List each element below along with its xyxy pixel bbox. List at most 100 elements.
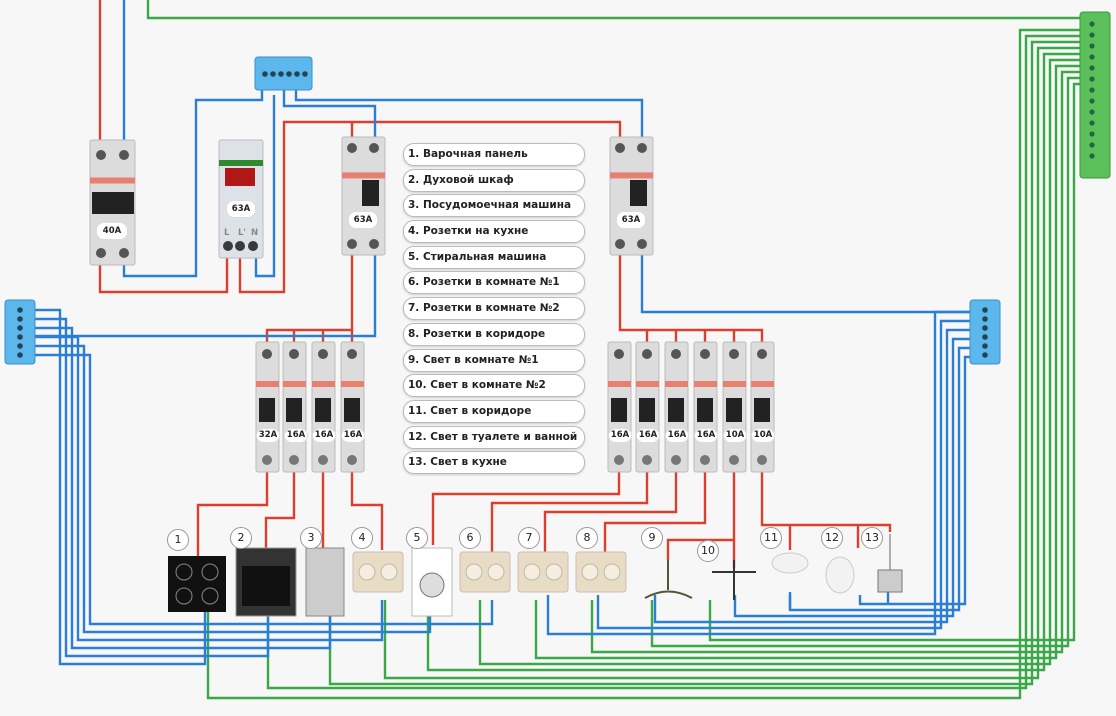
ground-wire	[650, 76, 1080, 648]
terminal-screw	[729, 455, 739, 465]
socket-icon	[517, 551, 569, 593]
ground-wire	[146, 0, 1080, 20]
ground-wire	[206, 28, 1080, 700]
breaker-rating: 16A	[312, 428, 336, 443]
ground-wire	[534, 64, 1080, 660]
ground-wire	[328, 40, 1080, 686]
breaker-stripe	[751, 381, 774, 387]
circuit-legend: 1. Варочная панель 2. Духовой шкаф 3. По…	[403, 143, 585, 477]
neutral-wire	[282, 90, 377, 137]
breaker-toggle	[259, 398, 275, 422]
bus-screw	[982, 325, 988, 331]
breaker-rating: 32A	[256, 428, 280, 443]
terminal-screw	[615, 143, 625, 153]
ground-wire	[426, 52, 1080, 672]
breaker-toggle	[611, 398, 627, 422]
legend-item: 4. Розетки на кухне	[403, 220, 585, 244]
rcd-left-rating: 63A	[348, 211, 378, 229]
chandelier-icon	[644, 560, 693, 599]
bus-screw	[1089, 98, 1095, 104]
bus-screw	[1089, 120, 1095, 126]
bus-screw	[1089, 142, 1095, 148]
breaker-stripe	[665, 381, 688, 387]
rcd-right-rating: 63A	[616, 211, 646, 229]
legend-item: 5. Стиральная машина	[403, 245, 585, 269]
main-breaker-rating: 40A	[96, 222, 128, 240]
neutral-wire	[35, 317, 270, 658]
terminal-screw	[700, 349, 710, 359]
neutral-wire	[35, 353, 494, 626]
bus-screw	[262, 71, 268, 77]
breaker-toggle	[668, 398, 684, 422]
rcd-toggle	[362, 180, 379, 206]
circuit-number: 10	[697, 540, 719, 562]
terminal-screw	[369, 239, 379, 249]
phase-wire	[490, 470, 649, 552]
legend-item: 2. Духовой шкаф	[403, 168, 585, 192]
socket-outlet	[581, 563, 599, 581]
neutral-bus-left	[4, 299, 36, 365]
legend-item: 1. Варочная панель	[403, 143, 585, 166]
socket-outlet	[380, 563, 398, 581]
neutral-wire	[35, 255, 377, 338]
socket-outlet	[523, 563, 541, 581]
terminal-screw	[671, 455, 681, 465]
terminal-screw	[119, 150, 129, 160]
phase-wire	[760, 470, 892, 532]
rcd-toggle	[630, 180, 647, 206]
bus-screw	[294, 71, 300, 77]
breaker-stripe	[723, 381, 746, 387]
legend-item: 3. Посудомоечная машина	[403, 194, 585, 218]
terminal-screw	[96, 248, 106, 258]
legend-item: 7. Розетки в комнате №2	[403, 297, 585, 321]
bus-screw	[1089, 21, 1095, 27]
burner	[175, 587, 193, 605]
circuit-number: 12	[821, 527, 843, 549]
phase-wire	[264, 470, 296, 548]
breaker-toggle	[286, 398, 302, 422]
ground-wire	[708, 82, 1080, 642]
socket-outlet	[487, 563, 505, 581]
breaker-toggle	[344, 398, 360, 422]
legend-item: 13. Свет в кухне	[403, 451, 585, 475]
terminal-screw	[729, 349, 739, 359]
bus-screw	[1089, 32, 1095, 38]
circuit-number: 5	[406, 527, 428, 549]
terminal-screw	[637, 143, 647, 153]
breaker-toggle	[697, 398, 713, 422]
bus-screw	[270, 71, 276, 77]
bus-screw	[1089, 65, 1095, 71]
relay-display	[225, 168, 255, 186]
phase-wire	[603, 470, 707, 552]
circuit-number: 13	[861, 527, 883, 549]
breaker-rating: 16A	[284, 428, 308, 443]
bus-screw	[982, 343, 988, 349]
socket-outlet	[545, 563, 563, 581]
dishwasher-icon	[305, 547, 345, 617]
terminal-screw	[223, 241, 233, 251]
terminal-screw	[96, 150, 106, 160]
neutral-wire	[596, 319, 970, 630]
terminal-screw	[642, 349, 652, 359]
breaker-rating: 16A	[608, 428, 632, 443]
circuit-number: 3	[300, 527, 322, 549]
phase-wire	[98, 258, 229, 294]
neutral-wire	[35, 344, 432, 634]
bus-screw	[17, 334, 23, 340]
neutral-wire	[254, 95, 276, 278]
circuit-number: 9	[641, 527, 663, 549]
breaker-stripe	[694, 381, 717, 387]
breaker-rating: 16A	[341, 428, 365, 443]
terminal-label: L'	[238, 228, 247, 238]
bus-screw	[17, 343, 23, 349]
neutral-wire	[858, 355, 970, 606]
legend-item: 10. Свет в комнате №2	[403, 374, 585, 398]
breaker-stripe	[610, 172, 653, 179]
ground-wire	[383, 46, 1080, 680]
terminal-screw	[347, 349, 357, 359]
bus-screw	[1089, 87, 1095, 93]
ground-bus	[1079, 11, 1111, 179]
breaker-stripe	[341, 381, 364, 387]
breaker-rating: 10A	[751, 428, 775, 443]
